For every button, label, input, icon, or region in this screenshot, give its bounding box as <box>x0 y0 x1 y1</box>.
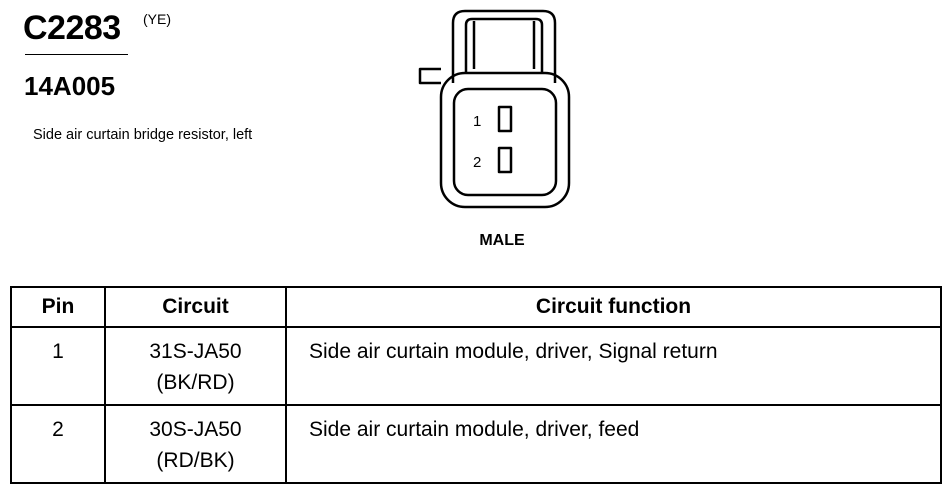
circuit-id: 30S-JA50 <box>149 418 242 441</box>
pin-number: 1 <box>10 326 106 406</box>
circuit-cell: 31S-JA50 (BK/RD) <box>104 326 287 406</box>
pin-number: 2 <box>10 404 106 484</box>
connector-latch-inner <box>464 17 544 73</box>
connector-id: C2283 <box>23 9 121 47</box>
connector-description: Side air curtain bridge resistor, left <box>33 127 253 143</box>
connector-side-tab <box>418 67 441 85</box>
pin-2-label: 2 <box>473 154 481 171</box>
pin-1-label: 1 <box>473 113 481 130</box>
circuit-cell: 30S-JA50 (RD/BK) <box>104 404 287 484</box>
connector-body <box>439 71 571 209</box>
connector-color-code: (YE) <box>143 11 171 27</box>
pin-table: Pin Circuit Circuit function 1 31S-JA50 … <box>10 286 942 484</box>
circuit-function: Side air curtain module, driver, Signal … <box>285 326 942 406</box>
wire-color: (BK/RD) <box>156 371 235 394</box>
table-header-row: Pin Circuit Circuit function <box>10 286 942 328</box>
circuit-function: Side air curtain module, driver, feed <box>285 404 942 484</box>
header-pin: Pin <box>10 286 106 328</box>
pin-1-terminal <box>497 105 513 133</box>
table-row: 2 30S-JA50 (RD/BK) Side air curtain modu… <box>10 404 942 484</box>
circuit-id: 31S-JA50 <box>149 340 242 363</box>
connector-gender-label: MALE <box>479 232 525 249</box>
connector-face-diagram: 1 2 <box>418 9 571 209</box>
connector-cavity <box>452 87 558 197</box>
wire-color: (RD/BK) <box>156 449 235 472</box>
pin-2-terminal <box>497 146 513 174</box>
connector-latch <box>451 9 557 83</box>
part-number: 14A005 <box>24 71 116 101</box>
header-circuit: Circuit <box>104 286 287 328</box>
table-row: 1 31S-JA50 (BK/RD) Side air curtain modu… <box>10 326 942 406</box>
header-circuit-function: Circuit function <box>285 286 942 328</box>
title-divider <box>25 54 128 55</box>
